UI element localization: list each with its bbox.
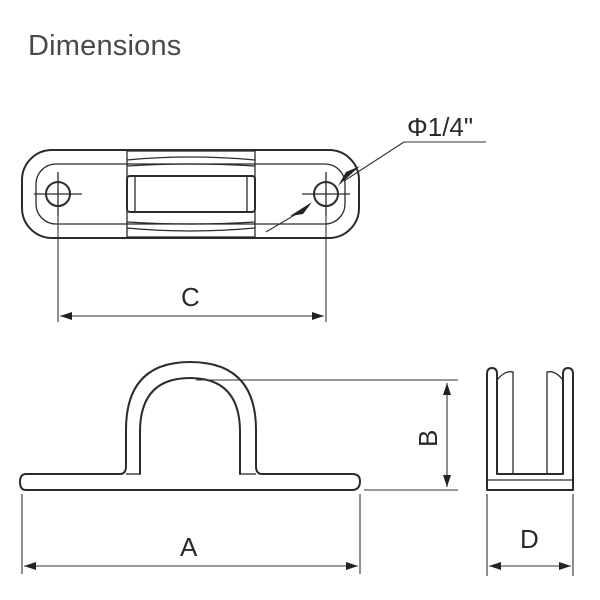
hole-diameter-callout: Φ1/4" [265,112,486,233]
end-view-outline [486,367,574,491]
strap-profile-inner [139,377,241,475]
page-title: Dimensions [28,30,182,62]
dimension-a: A [21,494,361,574]
dimension-a-label: A [180,532,198,562]
dimension-c-label: C [181,282,200,312]
strap-profile-outer [19,361,361,491]
dimension-b: B [196,379,458,491]
top-view-inner-outline [35,163,346,225]
end-view [486,367,574,491]
top-view-saddle [126,150,256,238]
top-view [21,149,360,239]
dimension-d-label: D [520,524,539,554]
hole-diameter-label: Φ1/4" [407,112,473,142]
dimension-c: C [57,206,327,322]
top-view-outer-outline [21,149,360,239]
dimension-b-label: B [413,430,443,447]
side-view [19,361,361,491]
dimension-d: D [486,494,574,576]
